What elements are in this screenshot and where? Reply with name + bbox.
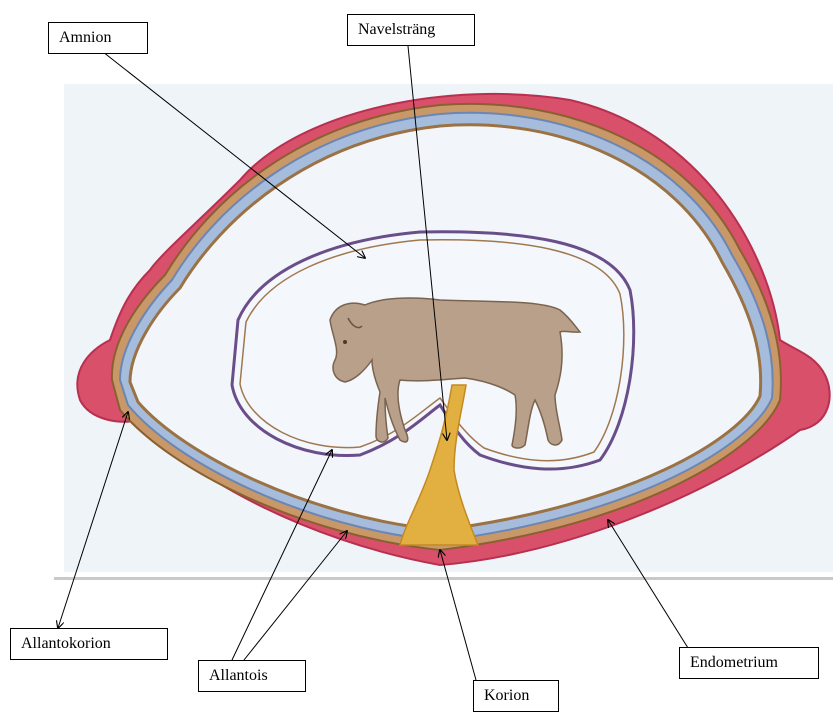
label-korion: Korion (473, 680, 559, 712)
label-allantois: Allantois (198, 660, 306, 692)
fetus-eye (343, 340, 347, 344)
label-allantokorion: Allantokorion (10, 628, 168, 660)
label-amnion: Amnion (48, 22, 148, 54)
label-endometrium: Endometrium (679, 647, 819, 679)
label-navelstrang: Navelsträng (347, 14, 475, 46)
